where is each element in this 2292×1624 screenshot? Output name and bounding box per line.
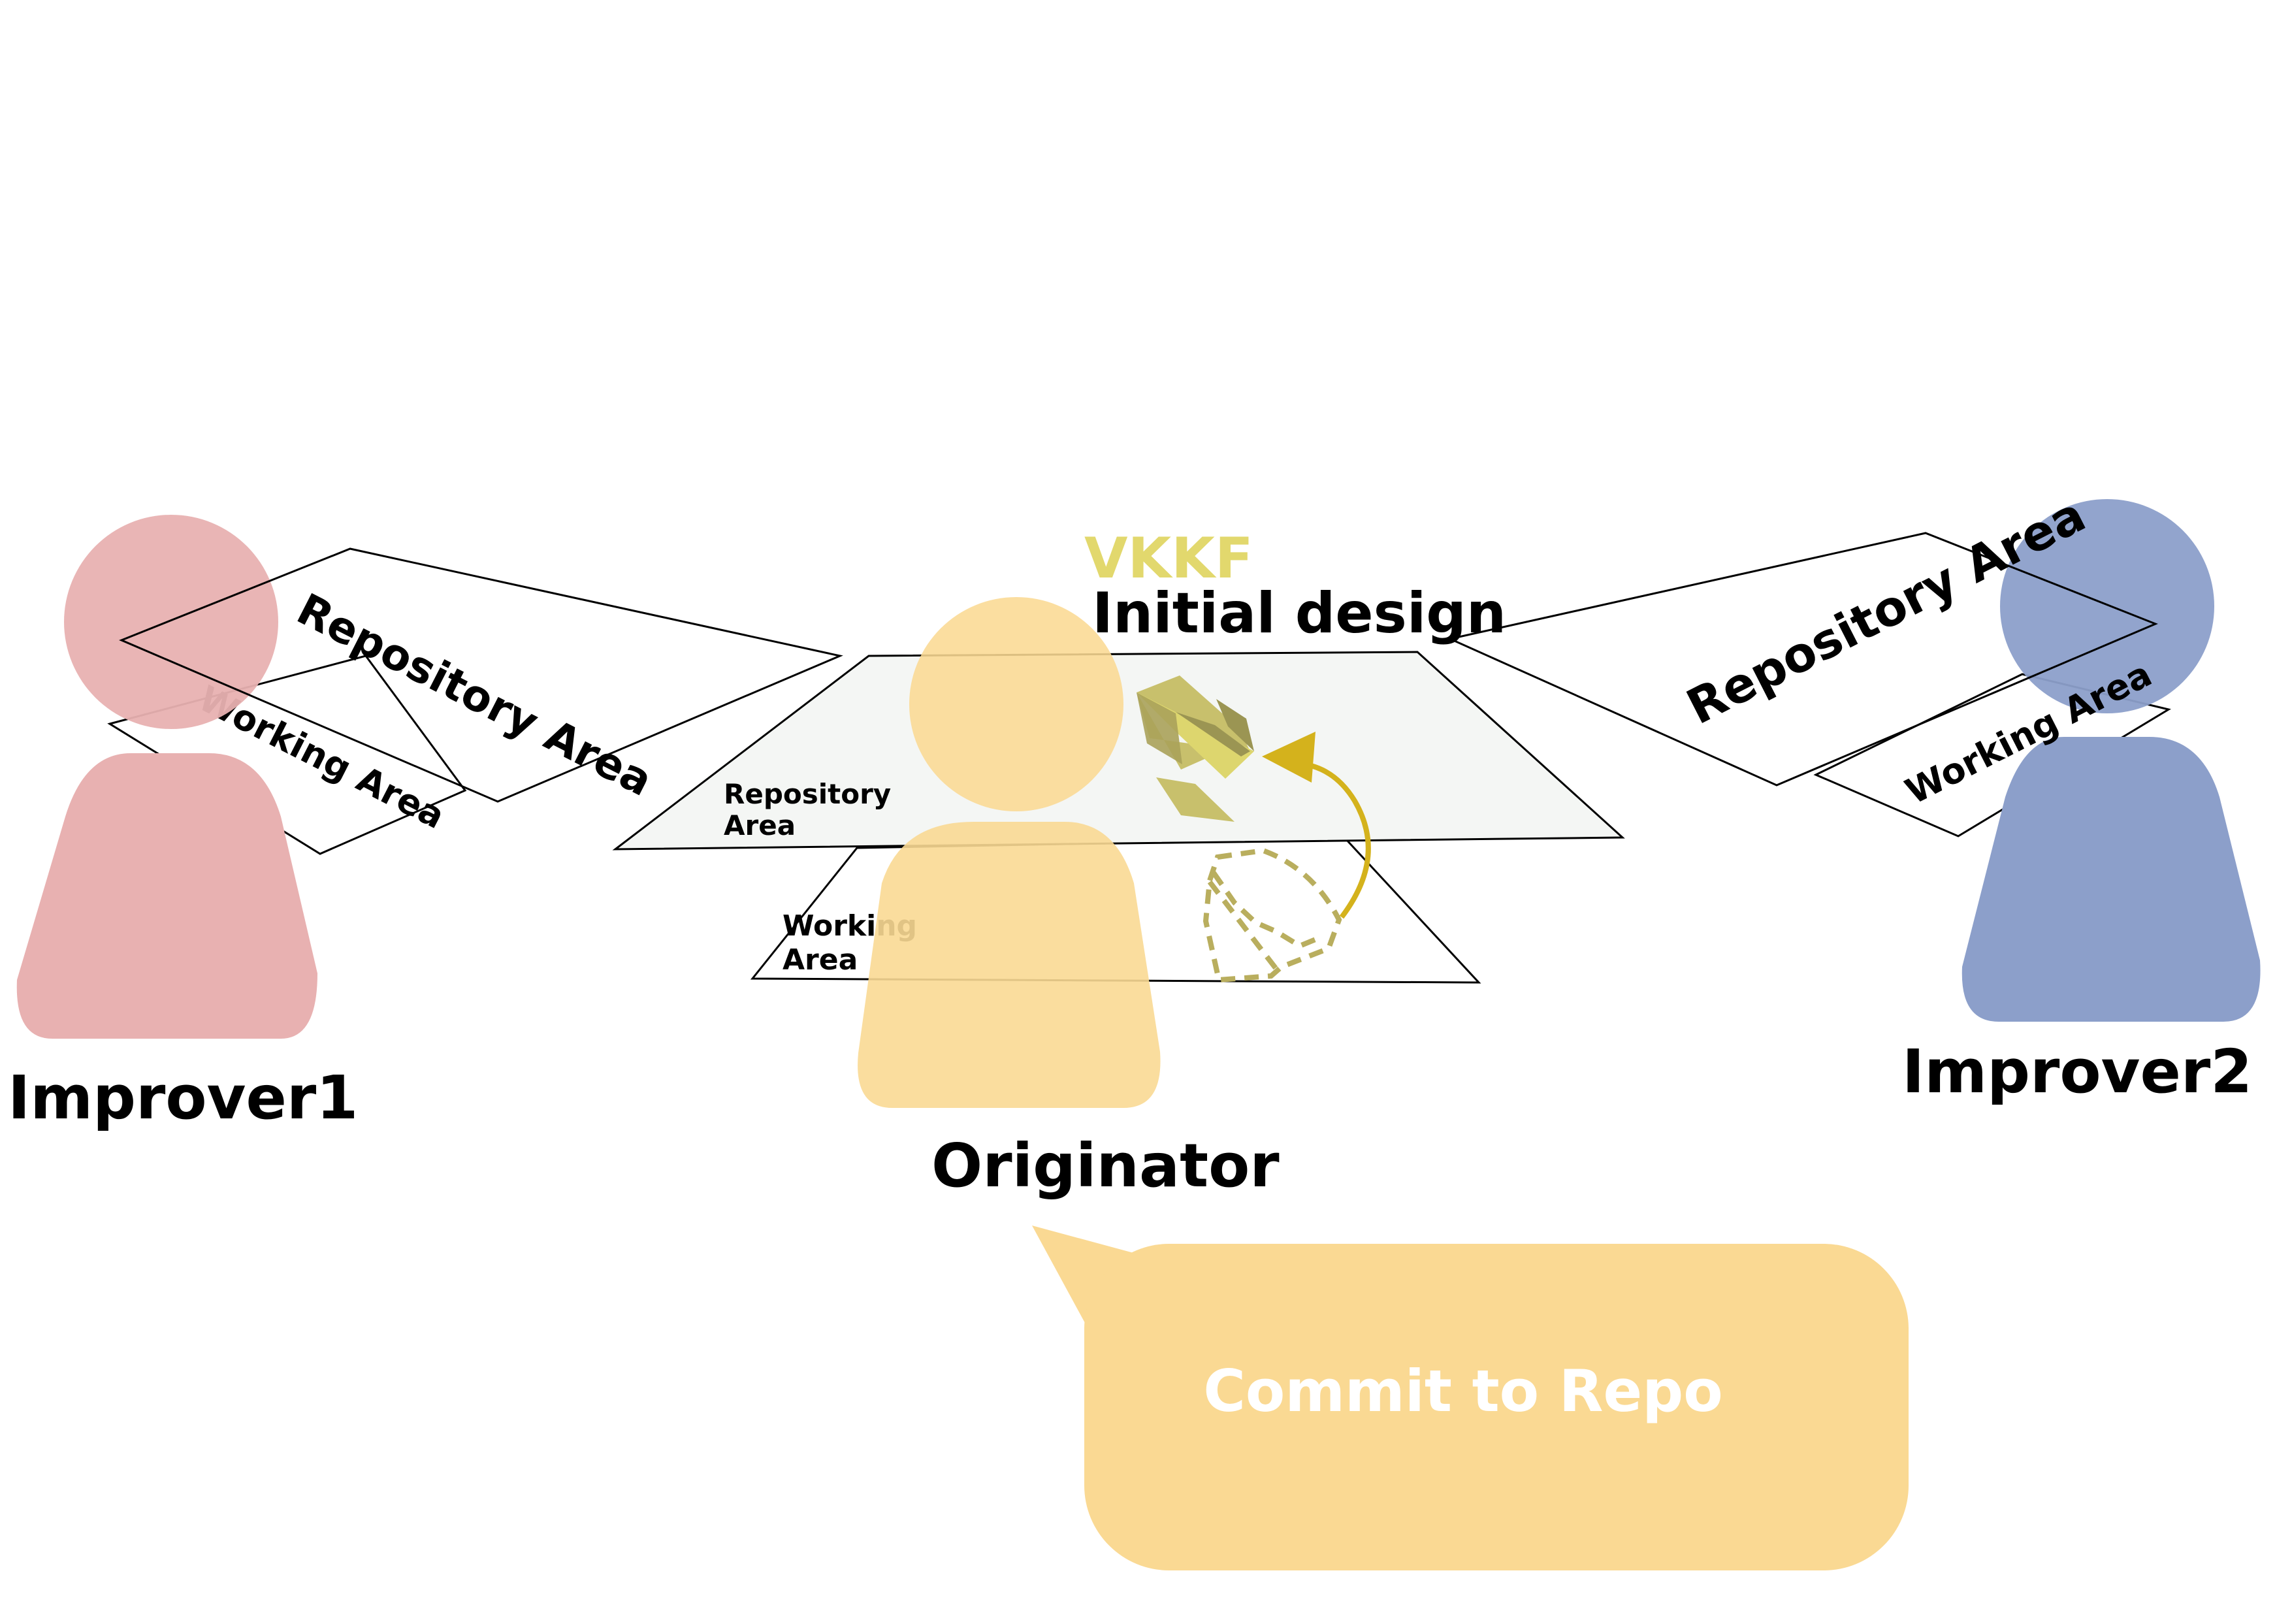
vkkf-label: VKKF [1084, 526, 1253, 591]
initial-design-title: Initial design [1092, 581, 1506, 646]
improver2-head [2000, 499, 2214, 713]
improver2-name: Improver2 [1902, 1037, 2252, 1107]
originator-name: Originator [931, 1131, 1280, 1201]
originator-working-label-line2: Area [783, 943, 858, 977]
originator-head [909, 597, 1123, 811]
dashed-plane-outline [1202, 847, 1342, 983]
paper-plane-icon [1137, 675, 1254, 822]
speech-bubble: Commit to Repo [1032, 1226, 1909, 1570]
improver1-name: Improver1 [8, 1063, 358, 1133]
improver1-figure: Working Area Repository Area Improver1 [8, 515, 843, 1133]
improver1-repository-area [119, 547, 843, 803]
speech-bubble-text: Commit to Repo [1203, 1357, 1722, 1425]
originator-repository-area [612, 651, 1625, 851]
originator-figure: Repository Area Working Area Originator [612, 597, 1625, 1201]
improver2-body [1961, 737, 2261, 1022]
commit-arrow [1293, 760, 1371, 919]
commit-arrow-head-icon [1262, 732, 1315, 783]
improver2-working-area [1813, 673, 2171, 837]
improver2-repository-area [1447, 532, 2158, 787]
improver1-head [64, 515, 278, 729]
improver1-body [16, 753, 317, 1039]
originator-repository-label-line2: Area [724, 809, 796, 841]
speech-bubble-body [1084, 1244, 1909, 1570]
originator-body [858, 822, 1161, 1108]
originator-repository-label-line1: Repository [724, 778, 891, 810]
